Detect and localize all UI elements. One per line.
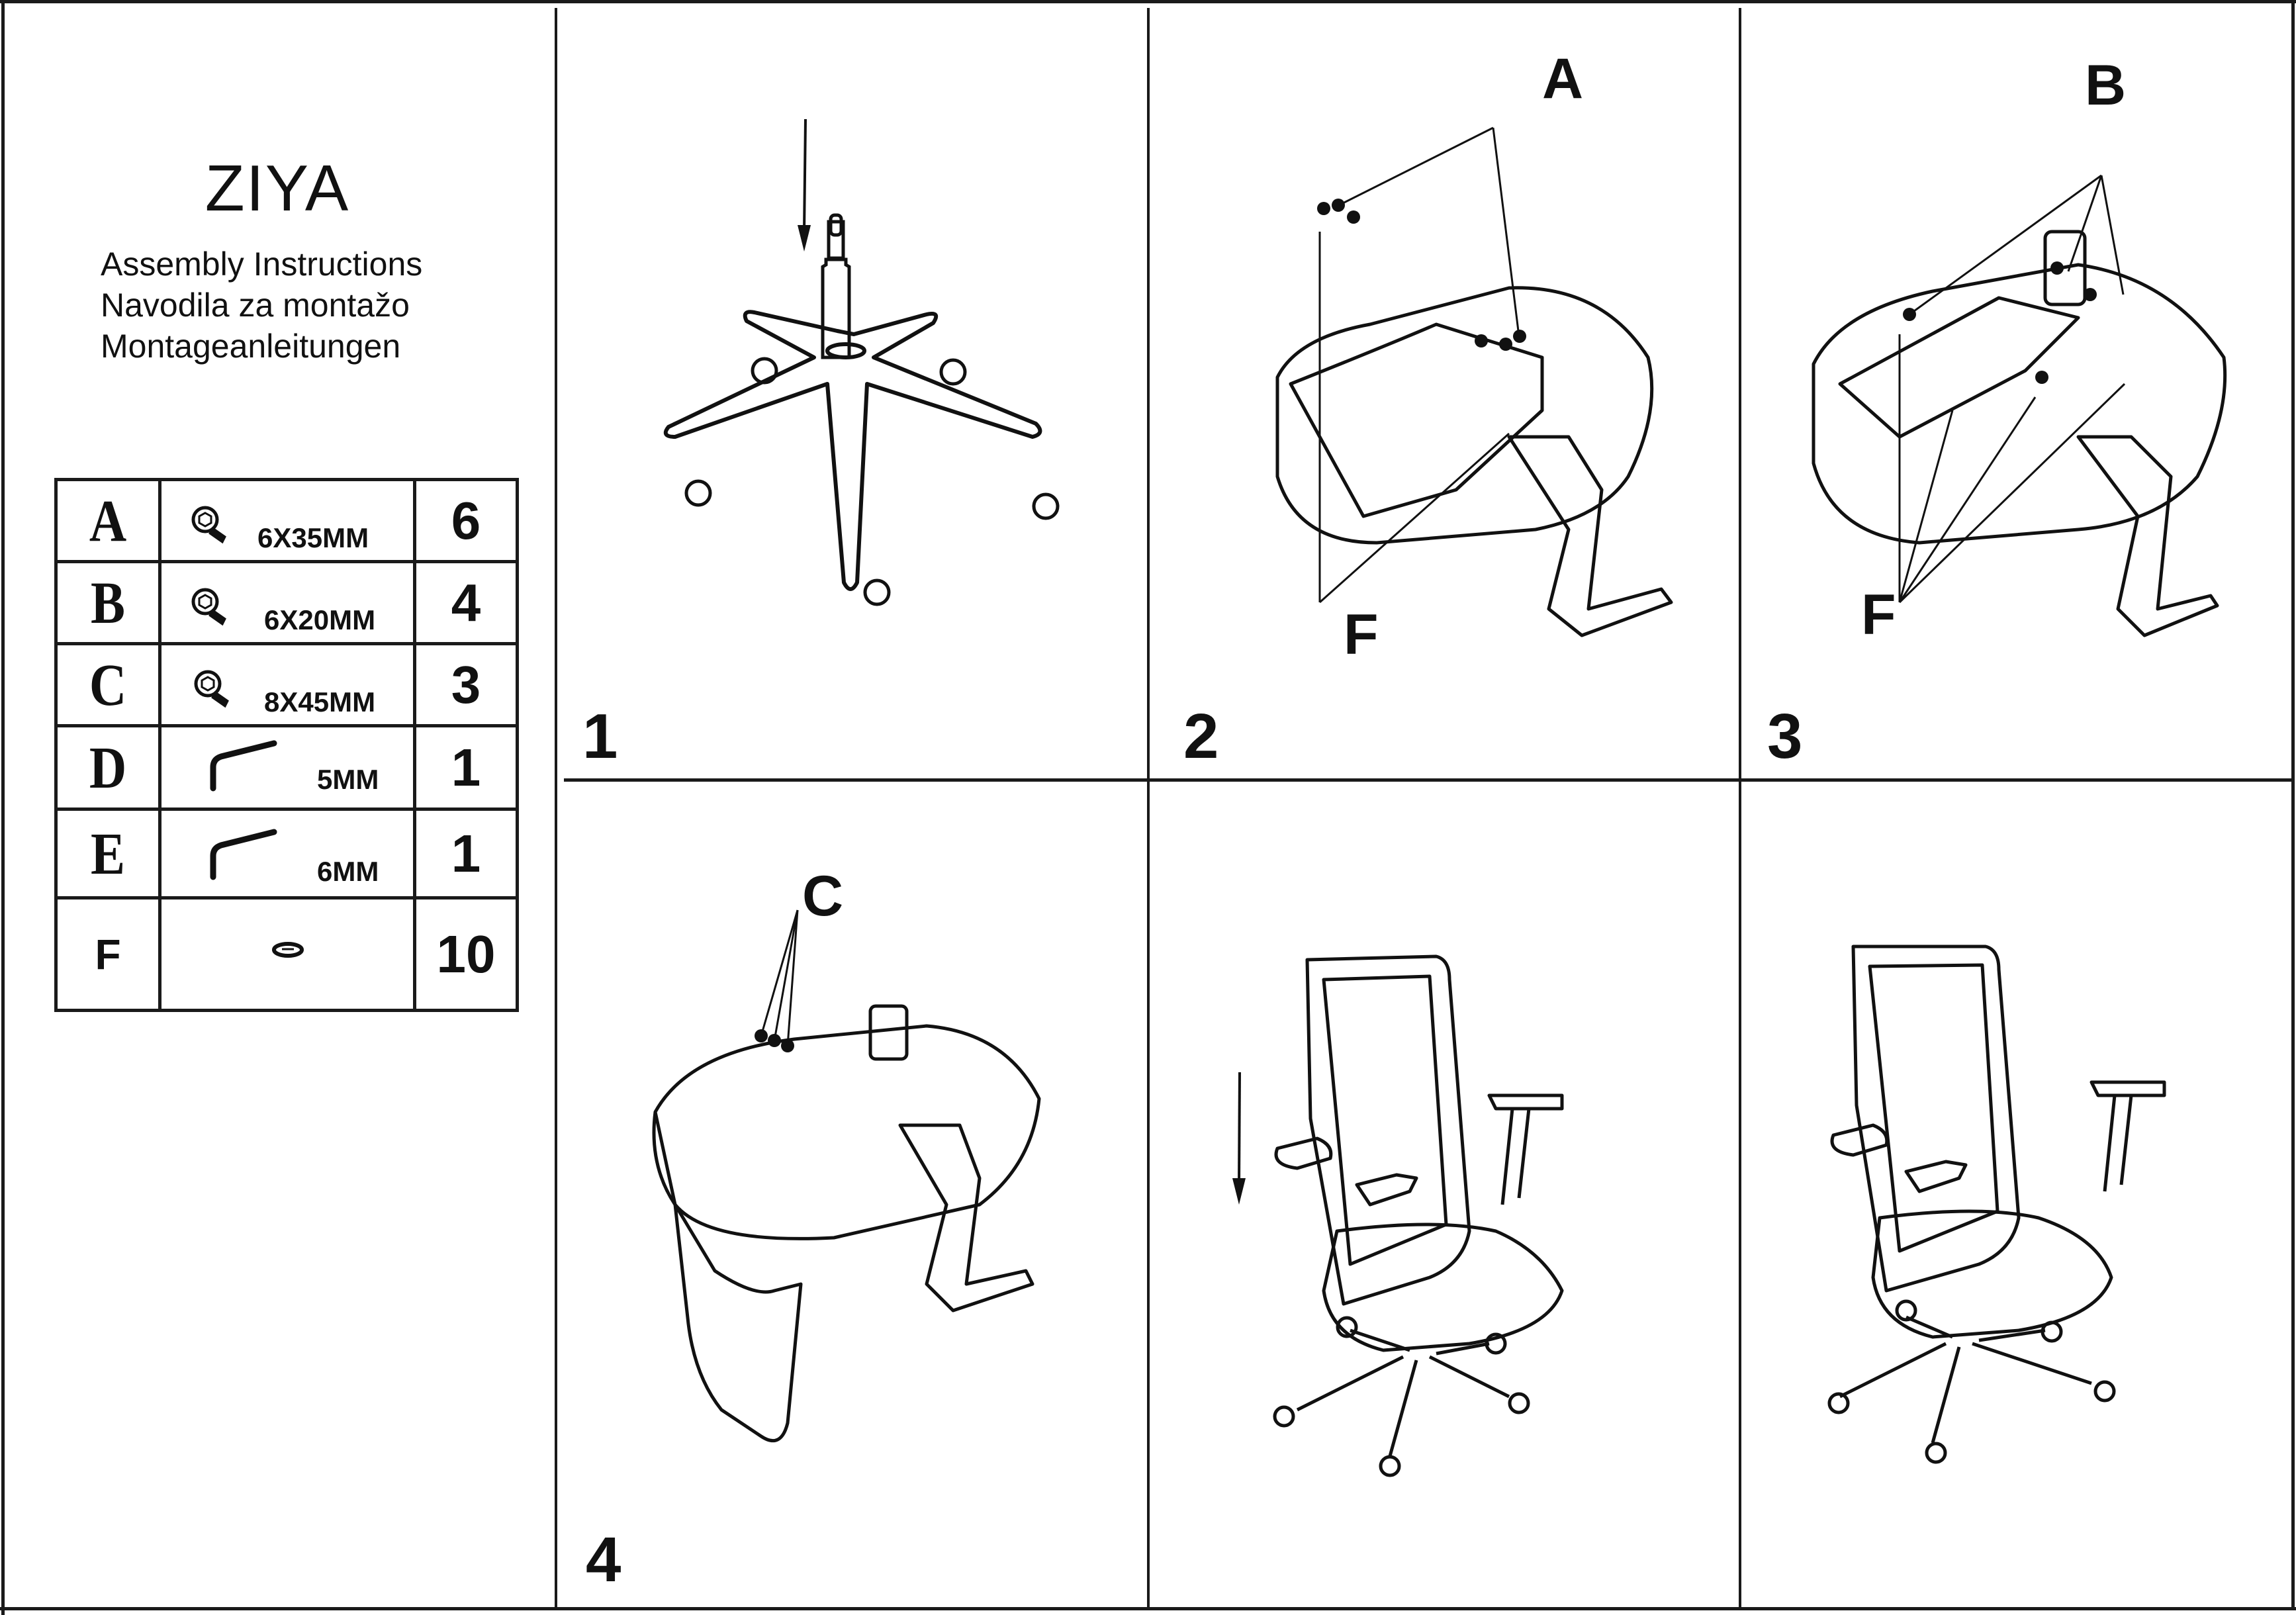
outer-border-top bbox=[0, 0, 2296, 3]
allen-key-icon bbox=[208, 741, 281, 794]
seat-shell bbox=[655, 1026, 1039, 1238]
seat-shell bbox=[1277, 288, 1652, 543]
part-size: 8X45MM bbox=[264, 686, 376, 717]
part-size: 6MM bbox=[317, 856, 379, 887]
hex-bolt-icon bbox=[191, 505, 237, 545]
seat-cushion bbox=[1324, 1224, 1562, 1350]
part-letter: F bbox=[54, 896, 161, 1012]
callout-label-f: F bbox=[1861, 583, 1896, 647]
table-row: B 6X20MM 4 bbox=[54, 553, 519, 652]
leader-lines bbox=[1900, 175, 2125, 602]
part-description bbox=[158, 896, 416, 1012]
step5-illustration bbox=[1232, 920, 1694, 1489]
step-number: 2 bbox=[1183, 701, 1219, 772]
divider-col-2 bbox=[1147, 8, 1150, 1610]
seat-cushion bbox=[1873, 1211, 2111, 1337]
washer-icon bbox=[271, 942, 304, 958]
part-quantity: 1 bbox=[413, 724, 519, 811]
star-base bbox=[666, 312, 1040, 589]
part-quantity: 4 bbox=[413, 560, 519, 645]
down-arrow-icon bbox=[1232, 1072, 1246, 1205]
divider-col-3 bbox=[1739, 8, 1741, 1610]
gas-lift-socket bbox=[2045, 232, 2085, 304]
backrest-frame bbox=[654, 1112, 801, 1441]
part-letter: E bbox=[54, 800, 161, 907]
part-size: 6X20MM bbox=[264, 604, 376, 635]
part-size: 6X35MM bbox=[257, 522, 369, 553]
callout-label-b: B bbox=[2085, 54, 2127, 117]
part-letter: B bbox=[54, 553, 161, 652]
leader-lines bbox=[761, 910, 798, 1046]
gas-lift-socket bbox=[870, 1006, 907, 1059]
caster-wheels bbox=[686, 359, 1058, 604]
mechanism-plate bbox=[1840, 298, 2078, 437]
leader-lines bbox=[1320, 128, 1519, 602]
callout-label-c: C bbox=[802, 864, 844, 928]
part-letter: C bbox=[54, 635, 161, 734]
part-description: 6MM bbox=[158, 808, 416, 900]
armrest-left bbox=[1276, 1138, 1331, 1168]
hex-bolt-icon bbox=[193, 669, 240, 709]
lumbar-support bbox=[1906, 1162, 1966, 1191]
subtitle-en: Assembly Instructions bbox=[101, 246, 423, 283]
divider-left-panel bbox=[555, 8, 557, 1610]
gas-lift-cylinder bbox=[823, 215, 849, 357]
down-arrow-icon bbox=[798, 119, 811, 252]
part-size: 5MM bbox=[317, 764, 379, 795]
outer-border-right bbox=[2291, 0, 2295, 1610]
backrest bbox=[1307, 956, 1469, 1304]
bolt-icons bbox=[1317, 199, 1526, 351]
subtitle-sl: Navodila za montažo bbox=[101, 287, 410, 324]
backrest bbox=[1853, 946, 2019, 1291]
step-number: 3 bbox=[1767, 701, 1803, 772]
table-row: E 6MM 1 bbox=[54, 800, 519, 907]
step-number: 1 bbox=[582, 701, 618, 772]
seat-shell bbox=[1814, 265, 2225, 543]
part-letter: A bbox=[54, 471, 161, 570]
outer-border-left bbox=[1, 0, 5, 1615]
part-letter: D bbox=[54, 717, 161, 817]
step-number: 4 bbox=[586, 1524, 621, 1595]
allen-key-icon bbox=[208, 829, 281, 882]
subtitle-de: Montageanleitungen bbox=[101, 328, 401, 365]
product-title: ZIYA bbox=[205, 152, 350, 224]
leg-bracket bbox=[900, 1125, 1033, 1311]
part-quantity: 1 bbox=[413, 808, 519, 900]
part-quantity: 3 bbox=[413, 642, 519, 727]
part-description: 6X20MM bbox=[158, 560, 416, 645]
part-quantity: 10 bbox=[413, 896, 519, 1012]
leg-bracket bbox=[1509, 437, 1671, 635]
armrest-right bbox=[2091, 1082, 2164, 1095]
table-row: F 10 bbox=[54, 896, 519, 1012]
part-quantity: 6 bbox=[413, 478, 519, 563]
step2-illustration bbox=[1258, 66, 1688, 649]
armrest-right bbox=[1489, 1095, 1562, 1109]
hex-bolt-icon bbox=[191, 587, 237, 627]
subtitles: Assembly Instructions Navodila za montaž… bbox=[101, 244, 422, 367]
step4-illustration bbox=[635, 860, 1099, 1469]
caster-wheels bbox=[1275, 1318, 1528, 1475]
table-row: A 6X35MM 6 bbox=[54, 471, 519, 570]
step3-illustration bbox=[1800, 66, 2230, 622]
callout-label-a: A bbox=[1542, 47, 1584, 111]
part-description: 6X35MM bbox=[158, 478, 416, 563]
star-base bbox=[1297, 1330, 1509, 1456]
step1-illustration bbox=[635, 106, 1099, 622]
lumbar-support bbox=[1357, 1175, 1416, 1205]
armrest-left bbox=[1832, 1125, 1887, 1155]
table-row: C 8X45MM 3 bbox=[54, 635, 519, 734]
parts-table: A 6X35MM 6 B 6X20MM 4 C bbox=[54, 471, 519, 1012]
divider-row bbox=[564, 778, 2294, 782]
leg-bracket bbox=[2078, 437, 2217, 635]
part-description: 8X45MM bbox=[158, 642, 416, 727]
table-row: D 5MM 1 bbox=[54, 717, 519, 817]
star-base bbox=[1840, 1317, 2091, 1443]
part-description: 5MM bbox=[158, 724, 416, 811]
step6-illustration bbox=[1827, 920, 2250, 1476]
caster-wheels bbox=[1829, 1301, 2114, 1462]
callout-label-f: F bbox=[1344, 603, 1379, 667]
